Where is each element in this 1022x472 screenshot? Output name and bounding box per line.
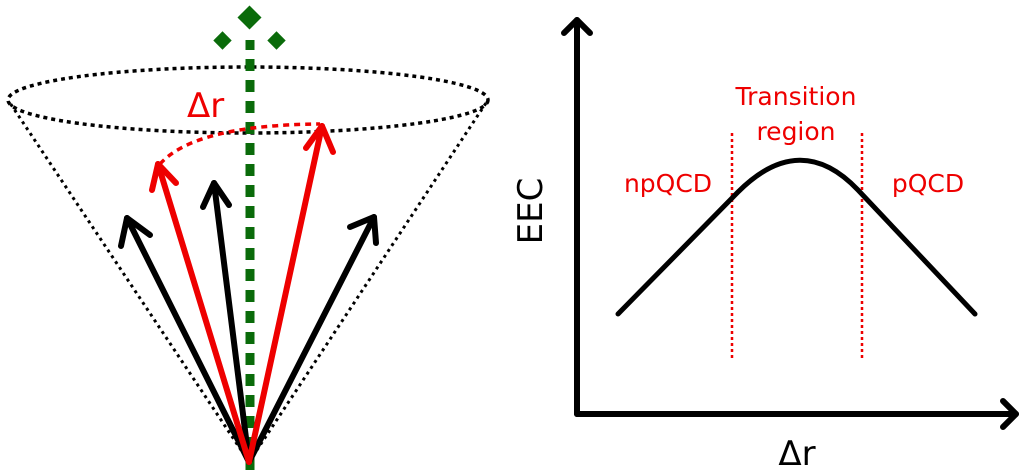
region-label-pqcd: pQCD (892, 169, 964, 198)
particle-arrow-1 (118, 215, 252, 465)
jet-axis-head-right (267, 31, 286, 50)
y-axis-label: EEC (511, 178, 551, 245)
jet-axis-tip (237, 5, 262, 30)
region-label-region: region (756, 117, 835, 146)
jet-axis-arrow (213, 5, 286, 470)
red-particle-arrows (149, 123, 336, 465)
delta-r-label: Δr (187, 86, 224, 126)
cone-left-edge (8, 102, 251, 463)
cone-right-edge (247, 102, 488, 463)
x-axis-label: Δr (778, 434, 815, 472)
region-label-transition: Transition (735, 82, 857, 111)
particle-arrow-3 (246, 214, 379, 465)
plot-axes (561, 17, 1019, 430)
particle-arrows (118, 180, 379, 465)
region-label-npqcd: npQCD (624, 169, 712, 198)
eec-plot: EEC Δr npQCD Transition region pQCD (511, 17, 1019, 472)
particle-arrow-2 (200, 180, 252, 465)
delta-r-arc (158, 122, 321, 166)
red-arrow-left (149, 161, 252, 465)
y-axis-arrowhead (561, 17, 593, 36)
red-arrow-right (246, 123, 336, 465)
jet-axis-head-left (213, 31, 232, 50)
x-axis-arrowhead (1000, 398, 1019, 430)
eec-curve (615, 157, 978, 317)
